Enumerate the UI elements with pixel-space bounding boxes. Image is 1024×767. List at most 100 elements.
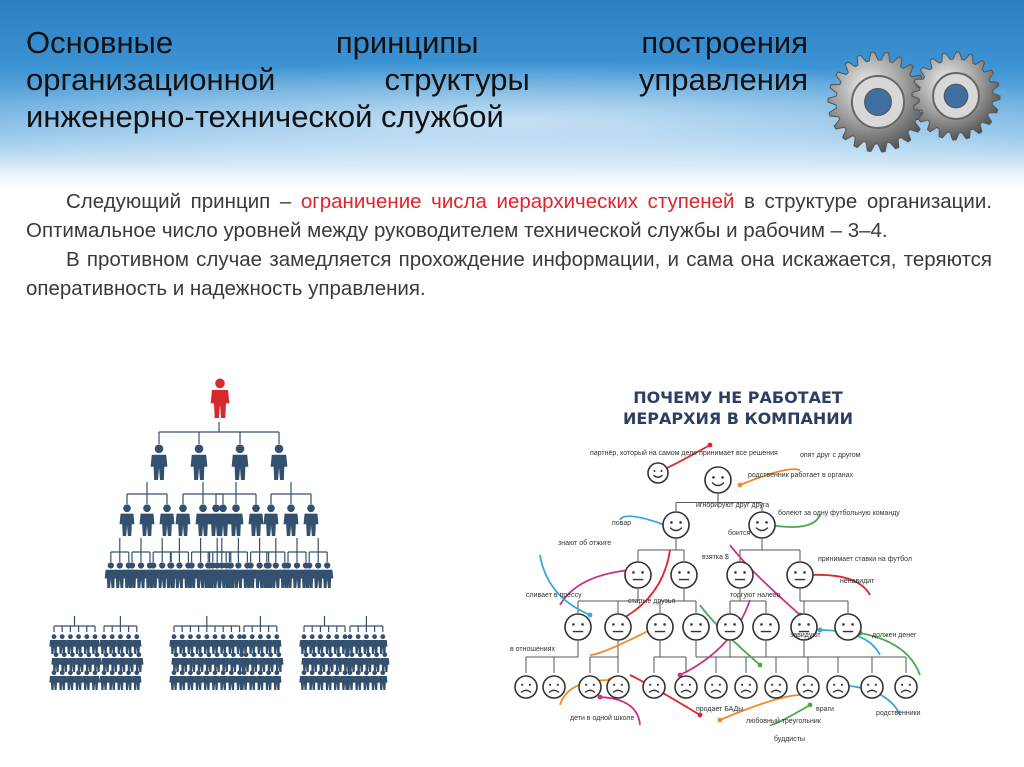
paragraph-principle: Следующий принцип – ограничение числа ие… xyxy=(26,187,992,245)
person-figure xyxy=(211,562,224,588)
person-figure xyxy=(232,562,245,588)
face-icon xyxy=(642,675,666,699)
person-figure xyxy=(323,634,334,654)
face-icon xyxy=(704,675,728,699)
title-line-1: Основные принципы построения xyxy=(26,25,808,60)
person-figure xyxy=(325,652,336,672)
person-figure xyxy=(248,504,264,536)
person-figure xyxy=(355,652,365,672)
person-figure xyxy=(104,562,117,588)
person-figure xyxy=(323,670,334,690)
person-figure xyxy=(204,652,214,672)
infographic-label-trades: торгуют налево xyxy=(730,592,781,599)
person-figure xyxy=(361,634,372,654)
person-figure xyxy=(132,670,142,690)
person-figure xyxy=(193,670,204,690)
infographic-label-envious: завидуют xyxy=(790,632,821,639)
person-figure xyxy=(49,634,59,654)
connector xyxy=(169,538,189,562)
person-figure xyxy=(123,634,134,654)
person-figure xyxy=(378,634,388,654)
connector xyxy=(212,538,232,562)
person-figure xyxy=(132,634,142,654)
face-icon xyxy=(670,561,698,589)
person-figure xyxy=(115,634,126,654)
face-icon xyxy=(704,466,732,494)
person-figure xyxy=(334,652,344,672)
person-figure xyxy=(59,652,69,672)
person-figure xyxy=(301,652,311,672)
person-figure xyxy=(187,652,198,672)
person-figure xyxy=(177,634,187,654)
relation-arrow xyxy=(619,549,671,621)
person-figure xyxy=(226,634,237,654)
connector xyxy=(103,616,138,632)
infographic-label-must-pay: должен денег xyxy=(872,632,917,639)
p1-lead: Следующий принцип – xyxy=(66,190,301,213)
person-figure xyxy=(195,504,211,536)
face-icon xyxy=(646,613,674,641)
person-figure xyxy=(84,652,94,672)
person-figure xyxy=(257,652,268,672)
person-figure xyxy=(220,652,230,672)
relation-arrow xyxy=(859,632,921,676)
person-figure xyxy=(65,670,76,690)
connector xyxy=(182,482,224,504)
person-figure xyxy=(169,634,179,654)
person-figure xyxy=(281,562,295,588)
person-figure xyxy=(290,562,304,588)
infographic-label-afraid: боится xyxy=(728,529,750,537)
connector xyxy=(287,538,307,562)
face-icon xyxy=(834,613,862,641)
person-figure xyxy=(345,634,355,654)
connector xyxy=(152,538,172,562)
p1-rest: в структуре организации. Оптимальное чис… xyxy=(26,190,992,242)
connector xyxy=(110,538,130,562)
person-figure xyxy=(90,670,100,690)
person-figure xyxy=(260,562,273,588)
relation-arrow xyxy=(619,515,666,526)
infographic-label-bribe: взятка $ xyxy=(702,554,729,561)
infographic-label-partner: партнёр, который на самом деле принимает… xyxy=(590,449,778,457)
person-figure xyxy=(255,670,266,690)
face-icon xyxy=(726,561,754,589)
connector xyxy=(126,482,168,504)
person-figure xyxy=(299,634,309,654)
face-icon xyxy=(790,613,818,641)
relation-arrow xyxy=(599,696,641,726)
infographic-label-triangle: любовный треугольник xyxy=(746,717,822,725)
connector xyxy=(303,616,346,632)
face-icon xyxy=(604,613,632,641)
person-figure xyxy=(175,504,191,536)
person-figure xyxy=(247,670,257,690)
person-figure xyxy=(303,562,316,588)
face-icon xyxy=(796,675,820,699)
face-icon xyxy=(662,511,690,539)
highlight-principle: ограничение числа иерархических ступеней xyxy=(300,190,735,213)
face-icon xyxy=(752,613,780,641)
infographic-label-bets: принимает ставки на футбол xyxy=(818,555,912,563)
person-figure xyxy=(92,652,102,672)
person-figure xyxy=(123,670,134,690)
person-figure xyxy=(208,504,224,536)
face-icon xyxy=(716,613,744,641)
relation-arrow xyxy=(559,679,611,706)
person-figure xyxy=(353,634,363,654)
person-figure xyxy=(202,562,215,588)
person-figure xyxy=(272,634,282,654)
infographic-label-ignore: игнорируют друг друга xyxy=(696,502,769,509)
person-figure xyxy=(202,670,212,690)
person-figure xyxy=(195,652,206,672)
infographic-title-2: ИЕРАРХИЯ В КОМПАНИИ xyxy=(623,409,853,428)
person-figure xyxy=(369,670,380,690)
person-figure xyxy=(99,670,109,690)
hierarchy-pyramid-image xyxy=(49,378,390,690)
person-figure xyxy=(228,652,239,672)
person-figure xyxy=(307,670,317,690)
person-figure xyxy=(107,670,117,690)
person-figure xyxy=(57,670,67,690)
face-icon xyxy=(764,675,788,699)
person-figure xyxy=(75,652,86,672)
person-figure xyxy=(371,652,382,672)
infographic-label-drink: опят друг с другом xyxy=(800,452,861,459)
